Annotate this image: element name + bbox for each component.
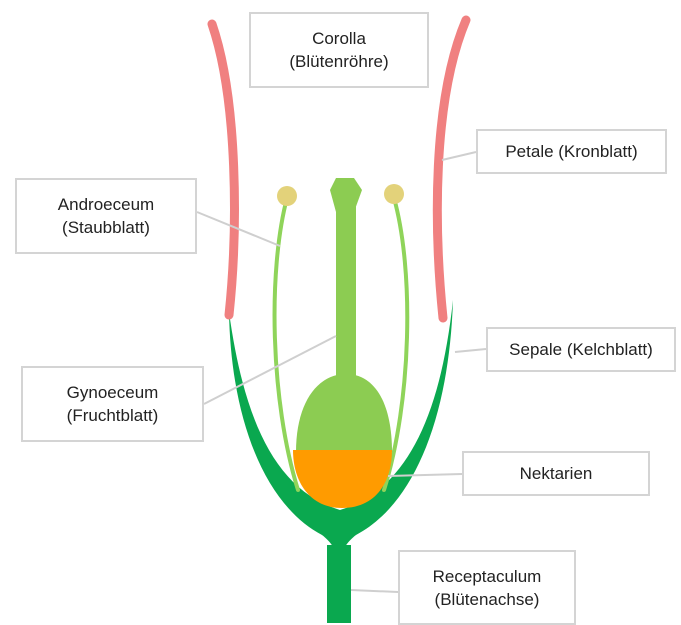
label-gynoeceum: Gynoeceum (Fruchtblatt) xyxy=(21,366,204,442)
label-corolla-line2: (Blütenröhre) xyxy=(289,50,388,73)
label-receptaculum-line2: (Blütenachse) xyxy=(435,588,540,611)
label-receptaculum-line1: Receptaculum xyxy=(433,565,542,588)
style-shape xyxy=(336,200,356,385)
receptaculum-shape xyxy=(327,545,351,623)
label-androeceum-line2: (Staubblatt) xyxy=(62,216,150,239)
leader-receptaculum xyxy=(351,590,398,592)
label-androeceum: Androeceum (Staubblatt) xyxy=(15,178,197,254)
petal-right xyxy=(437,20,466,318)
stamen-filament-left xyxy=(275,198,298,490)
petal-left xyxy=(212,24,234,315)
label-gynoeceum-line2: (Fruchtblatt) xyxy=(67,404,159,427)
label-nektarien-line1: Nektarien xyxy=(520,462,593,485)
ovary-shape xyxy=(296,374,392,452)
leader-petale xyxy=(442,152,476,160)
label-sepale-line1: Sepale (Kelchblatt) xyxy=(509,338,653,361)
anther-right xyxy=(384,184,404,204)
label-petale-line1: Petale (Kronblatt) xyxy=(505,140,637,163)
label-receptaculum: Receptaculum (Blütenachse) xyxy=(398,550,576,625)
label-nektarien: Nektarien xyxy=(462,451,650,496)
leader-sepale xyxy=(455,349,486,352)
anther-left xyxy=(277,186,297,206)
label-gynoeceum-line1: Gynoeceum xyxy=(67,381,159,404)
label-androeceum-line1: Androeceum xyxy=(58,193,154,216)
label-corolla-line1: Corolla xyxy=(312,27,366,50)
label-sepale: Sepale (Kelchblatt) xyxy=(486,327,676,372)
label-petale: Petale (Kronblatt) xyxy=(476,129,667,174)
label-corolla: Corolla (Blütenröhre) xyxy=(249,12,429,88)
